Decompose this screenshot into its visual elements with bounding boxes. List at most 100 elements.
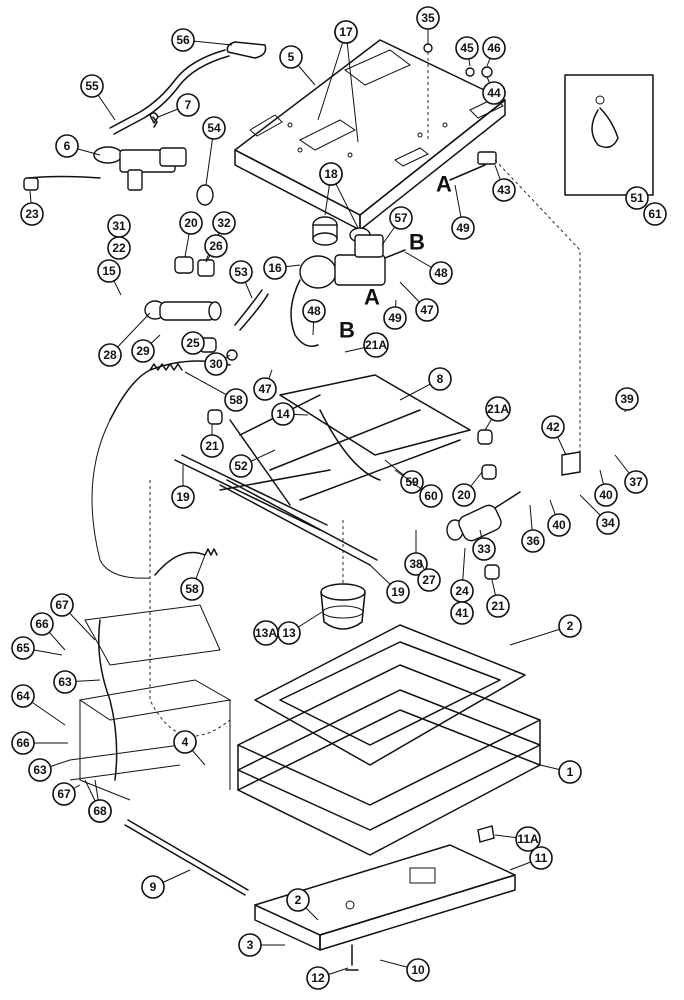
callout-60: 60 — [394, 469, 443, 508]
callout-64: 64 — [11, 684, 66, 726]
callout-30: 30 — [204, 352, 231, 376]
callout-40: 40 — [594, 469, 618, 507]
callout-number: 6 — [64, 139, 71, 153]
callout-number: 51 — [630, 191, 644, 205]
callout-number: 67 — [57, 787, 71, 801]
callout-circle — [107, 236, 131, 260]
callout-5: 5 — [279, 45, 316, 86]
callout-number: 1 — [567, 765, 574, 779]
callout-circle — [173, 730, 197, 754]
callout-number: 43 — [497, 183, 511, 197]
callout-37: 37 — [614, 454, 648, 494]
callout-circle — [212, 211, 236, 235]
bellows-boot — [237, 624, 541, 856]
callout-21a: 21A — [344, 332, 389, 358]
callout-number: 48 — [307, 304, 321, 318]
callout-18: 18 — [319, 162, 359, 229]
callout-number: 12 — [311, 971, 325, 985]
callout-circle — [486, 594, 510, 618]
callout-48: 48 — [404, 251, 453, 285]
callout-41: 41 — [450, 601, 474, 625]
callout-number: 15 — [102, 264, 116, 278]
callout-circle — [615, 387, 639, 411]
callout-1: 1 — [539, 760, 582, 784]
callout-58: 58 — [184, 371, 248, 412]
bushing-21b — [484, 564, 500, 580]
callout-35: 35 — [416, 6, 440, 44]
callout-circle — [625, 186, 649, 210]
hose-53 — [234, 289, 263, 326]
callout-circle — [428, 367, 452, 391]
bushing-21 — [207, 409, 223, 425]
callout-circle — [171, 485, 195, 509]
callout-number: 44 — [487, 86, 501, 100]
callout-number: 35 — [421, 11, 435, 25]
callout-number: 33 — [477, 542, 491, 556]
bolt-43 — [449, 151, 497, 181]
ref-letter-A-mid: A — [364, 285, 380, 310]
callout-circle — [529, 846, 553, 870]
callout-26: 26 — [204, 234, 228, 263]
callout-45: 45 — [455, 36, 479, 67]
callout-51: 51 — [625, 186, 649, 210]
rod-19-lower — [219, 484, 371, 566]
callout-52: 52 — [229, 449, 276, 478]
callout-46: 46 — [482, 36, 506, 67]
callout-circle — [238, 933, 262, 957]
callout-circle — [482, 36, 506, 60]
callout-21: 21 — [200, 425, 224, 458]
callout-number: 68 — [93, 804, 107, 818]
callout-12: 12 — [306, 966, 349, 990]
callout-circle — [20, 202, 44, 226]
callout-circle — [11, 636, 35, 660]
callout-circle — [521, 529, 545, 553]
callout-68: 68 — [88, 779, 112, 823]
callout-number: 2 — [567, 619, 574, 633]
callout-23: 23 — [20, 190, 44, 226]
callout-circle — [306, 966, 330, 990]
callout-3: 3 — [238, 933, 285, 957]
callout-number: 46 — [487, 41, 501, 55]
bracket-42 — [561, 451, 581, 476]
callout-circle — [416, 6, 440, 30]
callout-circle — [131, 339, 155, 363]
callout-number: 18 — [324, 167, 338, 181]
callout-13a: 13A — [253, 620, 280, 646]
callout-number: 13A — [255, 626, 277, 640]
callout-number: 61 — [648, 207, 662, 221]
callout-57: 57 — [381, 206, 413, 246]
callout-number: 11 — [535, 851, 548, 865]
callout-leader-line — [317, 31, 347, 121]
callout-circle — [11, 731, 35, 755]
callout-circle — [97, 259, 121, 283]
callout-11: 11 — [509, 846, 553, 871]
washer-45 — [465, 67, 475, 77]
callout-20: 20 — [452, 471, 483, 507]
callout-leader-line — [345, 31, 359, 143]
callout-38: 38 — [404, 530, 428, 576]
callout-circle — [52, 782, 76, 806]
seat-top-plate — [234, 39, 506, 231]
fitting-26 — [197, 259, 215, 277]
callout-number: 41 — [455, 606, 469, 620]
callout-number: 40 — [552, 518, 566, 532]
callout-number: 48 — [434, 266, 448, 280]
callout-number: 57 — [394, 211, 408, 225]
callout-number: 66 — [16, 736, 30, 750]
callout-circle — [319, 162, 343, 186]
callout-number: 40 — [599, 488, 613, 502]
callout-number: 63 — [33, 763, 47, 777]
callout-number: 34 — [601, 516, 615, 530]
callout-number: 8 — [437, 372, 444, 386]
callout-34: 34 — [579, 494, 620, 535]
callout-27: 27 — [417, 559, 441, 592]
air-valve — [27, 146, 187, 191]
callout-39: 39 — [615, 387, 639, 413]
callout-47: 47 — [399, 281, 439, 322]
coil-cord-58-lower — [154, 548, 218, 576]
scissor-frame-8 — [219, 374, 471, 506]
callout-21a: 21A — [484, 396, 511, 431]
callout-number: 21A — [365, 338, 387, 352]
ref-letter-A-top: A — [436, 172, 452, 197]
